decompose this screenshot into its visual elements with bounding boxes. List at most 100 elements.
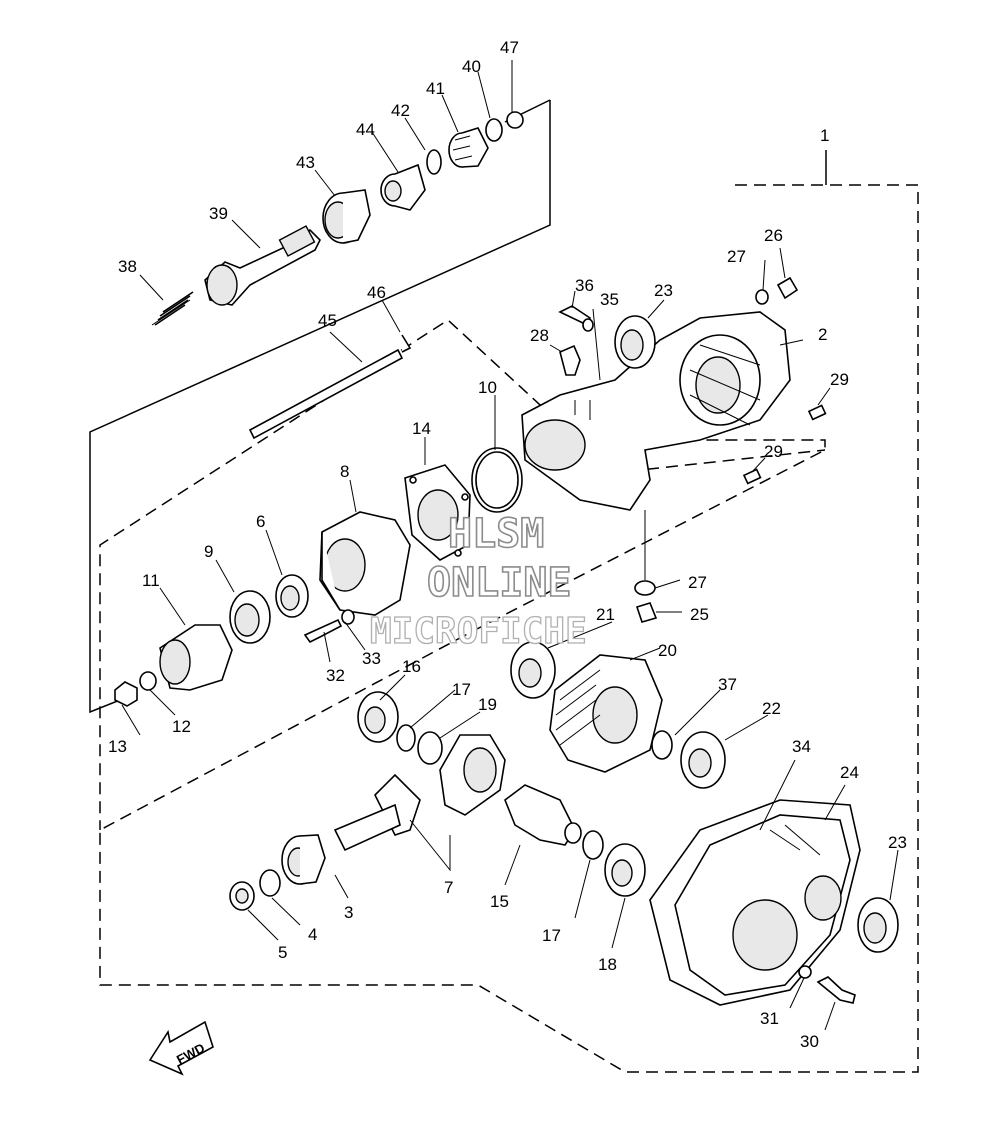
watermark-line-1: HLSM bbox=[448, 511, 544, 557]
part-label-17a: 17 bbox=[452, 680, 471, 699]
part-label-19: 19 bbox=[478, 695, 497, 714]
part-label-34: 34 bbox=[792, 737, 811, 756]
part-label-1: 1 bbox=[820, 126, 829, 145]
coupling-11 bbox=[159, 624, 233, 691]
rear-cover-24 bbox=[674, 814, 851, 996]
bearing-16 bbox=[357, 691, 399, 743]
part-label-7: 7 bbox=[444, 878, 453, 897]
gasket-14 bbox=[404, 464, 471, 561]
part-label-24: 24 bbox=[840, 763, 859, 782]
bolt-36 bbox=[558, 305, 592, 325]
part-label-44: 44 bbox=[356, 120, 375, 139]
watermark-line-2: ONLINE bbox=[427, 560, 572, 606]
spring-38 bbox=[151, 291, 194, 326]
oil-seal-23-top bbox=[614, 315, 656, 369]
part-label-8: 8 bbox=[340, 462, 349, 481]
part-label-35: 35 bbox=[600, 290, 619, 309]
washer-12 bbox=[139, 671, 157, 691]
part-label-22: 22 bbox=[762, 699, 781, 718]
part-label-9: 9 bbox=[204, 542, 213, 561]
part-label-28: 28 bbox=[530, 326, 549, 345]
needle-bearing-41 bbox=[448, 127, 489, 168]
bearing-18 bbox=[604, 843, 646, 897]
oil-seal-23-bottom bbox=[857, 897, 899, 953]
bearing-21 bbox=[510, 641, 556, 699]
washer-27-bottom bbox=[634, 580, 656, 596]
dowel-pins-29 bbox=[742, 404, 827, 485]
part-label-18: 18 bbox=[598, 955, 617, 974]
bearing-6 bbox=[275, 574, 309, 618]
part-label-16: 16 bbox=[402, 657, 421, 676]
part-label-47: 47 bbox=[500, 38, 519, 57]
part-label-21: 21 bbox=[596, 605, 615, 624]
collar-44 bbox=[380, 163, 426, 211]
nut-5 bbox=[229, 881, 255, 911]
part-label-29a: 29 bbox=[830, 370, 849, 389]
washer-31 bbox=[798, 965, 812, 979]
part-label-3: 3 bbox=[344, 903, 353, 922]
washer-33 bbox=[341, 609, 355, 625]
part-label-15: 15 bbox=[490, 892, 509, 911]
watermark: HLSM ONLINE MICROFICHE bbox=[369, 510, 587, 652]
main-housing-2 bbox=[521, 311, 791, 511]
part-label-30: 30 bbox=[800, 1032, 819, 1051]
part-label-33: 33 bbox=[362, 649, 381, 668]
forward-direction-arrow: FWD bbox=[148, 1020, 214, 1076]
drain-plug-26 bbox=[776, 276, 799, 300]
bearing-cup-43 bbox=[322, 189, 371, 244]
part-label-27b: 27 bbox=[688, 573, 707, 592]
bolt-30 bbox=[816, 976, 856, 1004]
part-label-42: 42 bbox=[391, 101, 410, 120]
gasket-34 bbox=[649, 799, 861, 1006]
part-label-39: 39 bbox=[209, 204, 228, 223]
bearing-housing-8 bbox=[319, 511, 411, 616]
part-label-46: 46 bbox=[367, 283, 386, 302]
bevel-gear-7 bbox=[333, 734, 506, 852]
part-label-32: 32 bbox=[326, 666, 345, 685]
part-label-23b: 23 bbox=[888, 833, 907, 852]
bolt-32 bbox=[303, 618, 343, 644]
input-shaft-39 bbox=[204, 225, 321, 306]
part-number-labels: 1 2 3 4 5 6 7 8 9 10 11 12 13 14 15 16 1… bbox=[108, 38, 907, 1051]
part-label-37: 37 bbox=[718, 675, 737, 694]
part-label-45: 45 bbox=[318, 311, 337, 330]
part-label-13: 13 bbox=[108, 737, 127, 756]
part-label-31: 31 bbox=[760, 1009, 779, 1028]
shift-rod-45 bbox=[248, 348, 404, 440]
washer-35 bbox=[582, 318, 594, 332]
clip-46 bbox=[401, 334, 412, 353]
part-label-40: 40 bbox=[462, 57, 481, 76]
part-label-41: 41 bbox=[426, 79, 445, 98]
circlip-42 bbox=[426, 149, 442, 175]
washer-4 bbox=[259, 869, 281, 897]
part-label-10: 10 bbox=[478, 378, 497, 397]
washer-40 bbox=[485, 118, 503, 142]
cap-47 bbox=[506, 60, 524, 129]
part-label-2: 2 bbox=[818, 325, 827, 344]
part-label-43: 43 bbox=[296, 153, 315, 172]
part-label-26: 26 bbox=[764, 226, 783, 245]
part-label-5: 5 bbox=[278, 943, 287, 962]
part-label-6: 6 bbox=[256, 512, 265, 531]
part-label-38: 38 bbox=[118, 257, 137, 276]
leader-lines bbox=[121, 71, 899, 1031]
part-label-4: 4 bbox=[308, 925, 317, 944]
shim-19 bbox=[417, 731, 443, 765]
part-label-20: 20 bbox=[658, 641, 677, 660]
part-label-25: 25 bbox=[690, 605, 709, 624]
plug-25 bbox=[635, 510, 658, 623]
watermark-line-3: MICROFICHE bbox=[370, 611, 587, 652]
breather-28 bbox=[559, 344, 581, 376]
part-label-23a: 23 bbox=[654, 281, 673, 300]
part-label-14: 14 bbox=[412, 419, 431, 438]
nut-13 bbox=[114, 681, 138, 707]
ring-gear-20 bbox=[549, 654, 663, 773]
o-ring-10 bbox=[471, 447, 523, 513]
part-label-36: 36 bbox=[575, 276, 594, 295]
bearing-22 bbox=[680, 731, 726, 789]
washer-27-top bbox=[755, 289, 769, 305]
shim-37 bbox=[651, 730, 673, 760]
shim-17-lower bbox=[582, 830, 604, 860]
part-label-27a: 27 bbox=[727, 247, 746, 266]
